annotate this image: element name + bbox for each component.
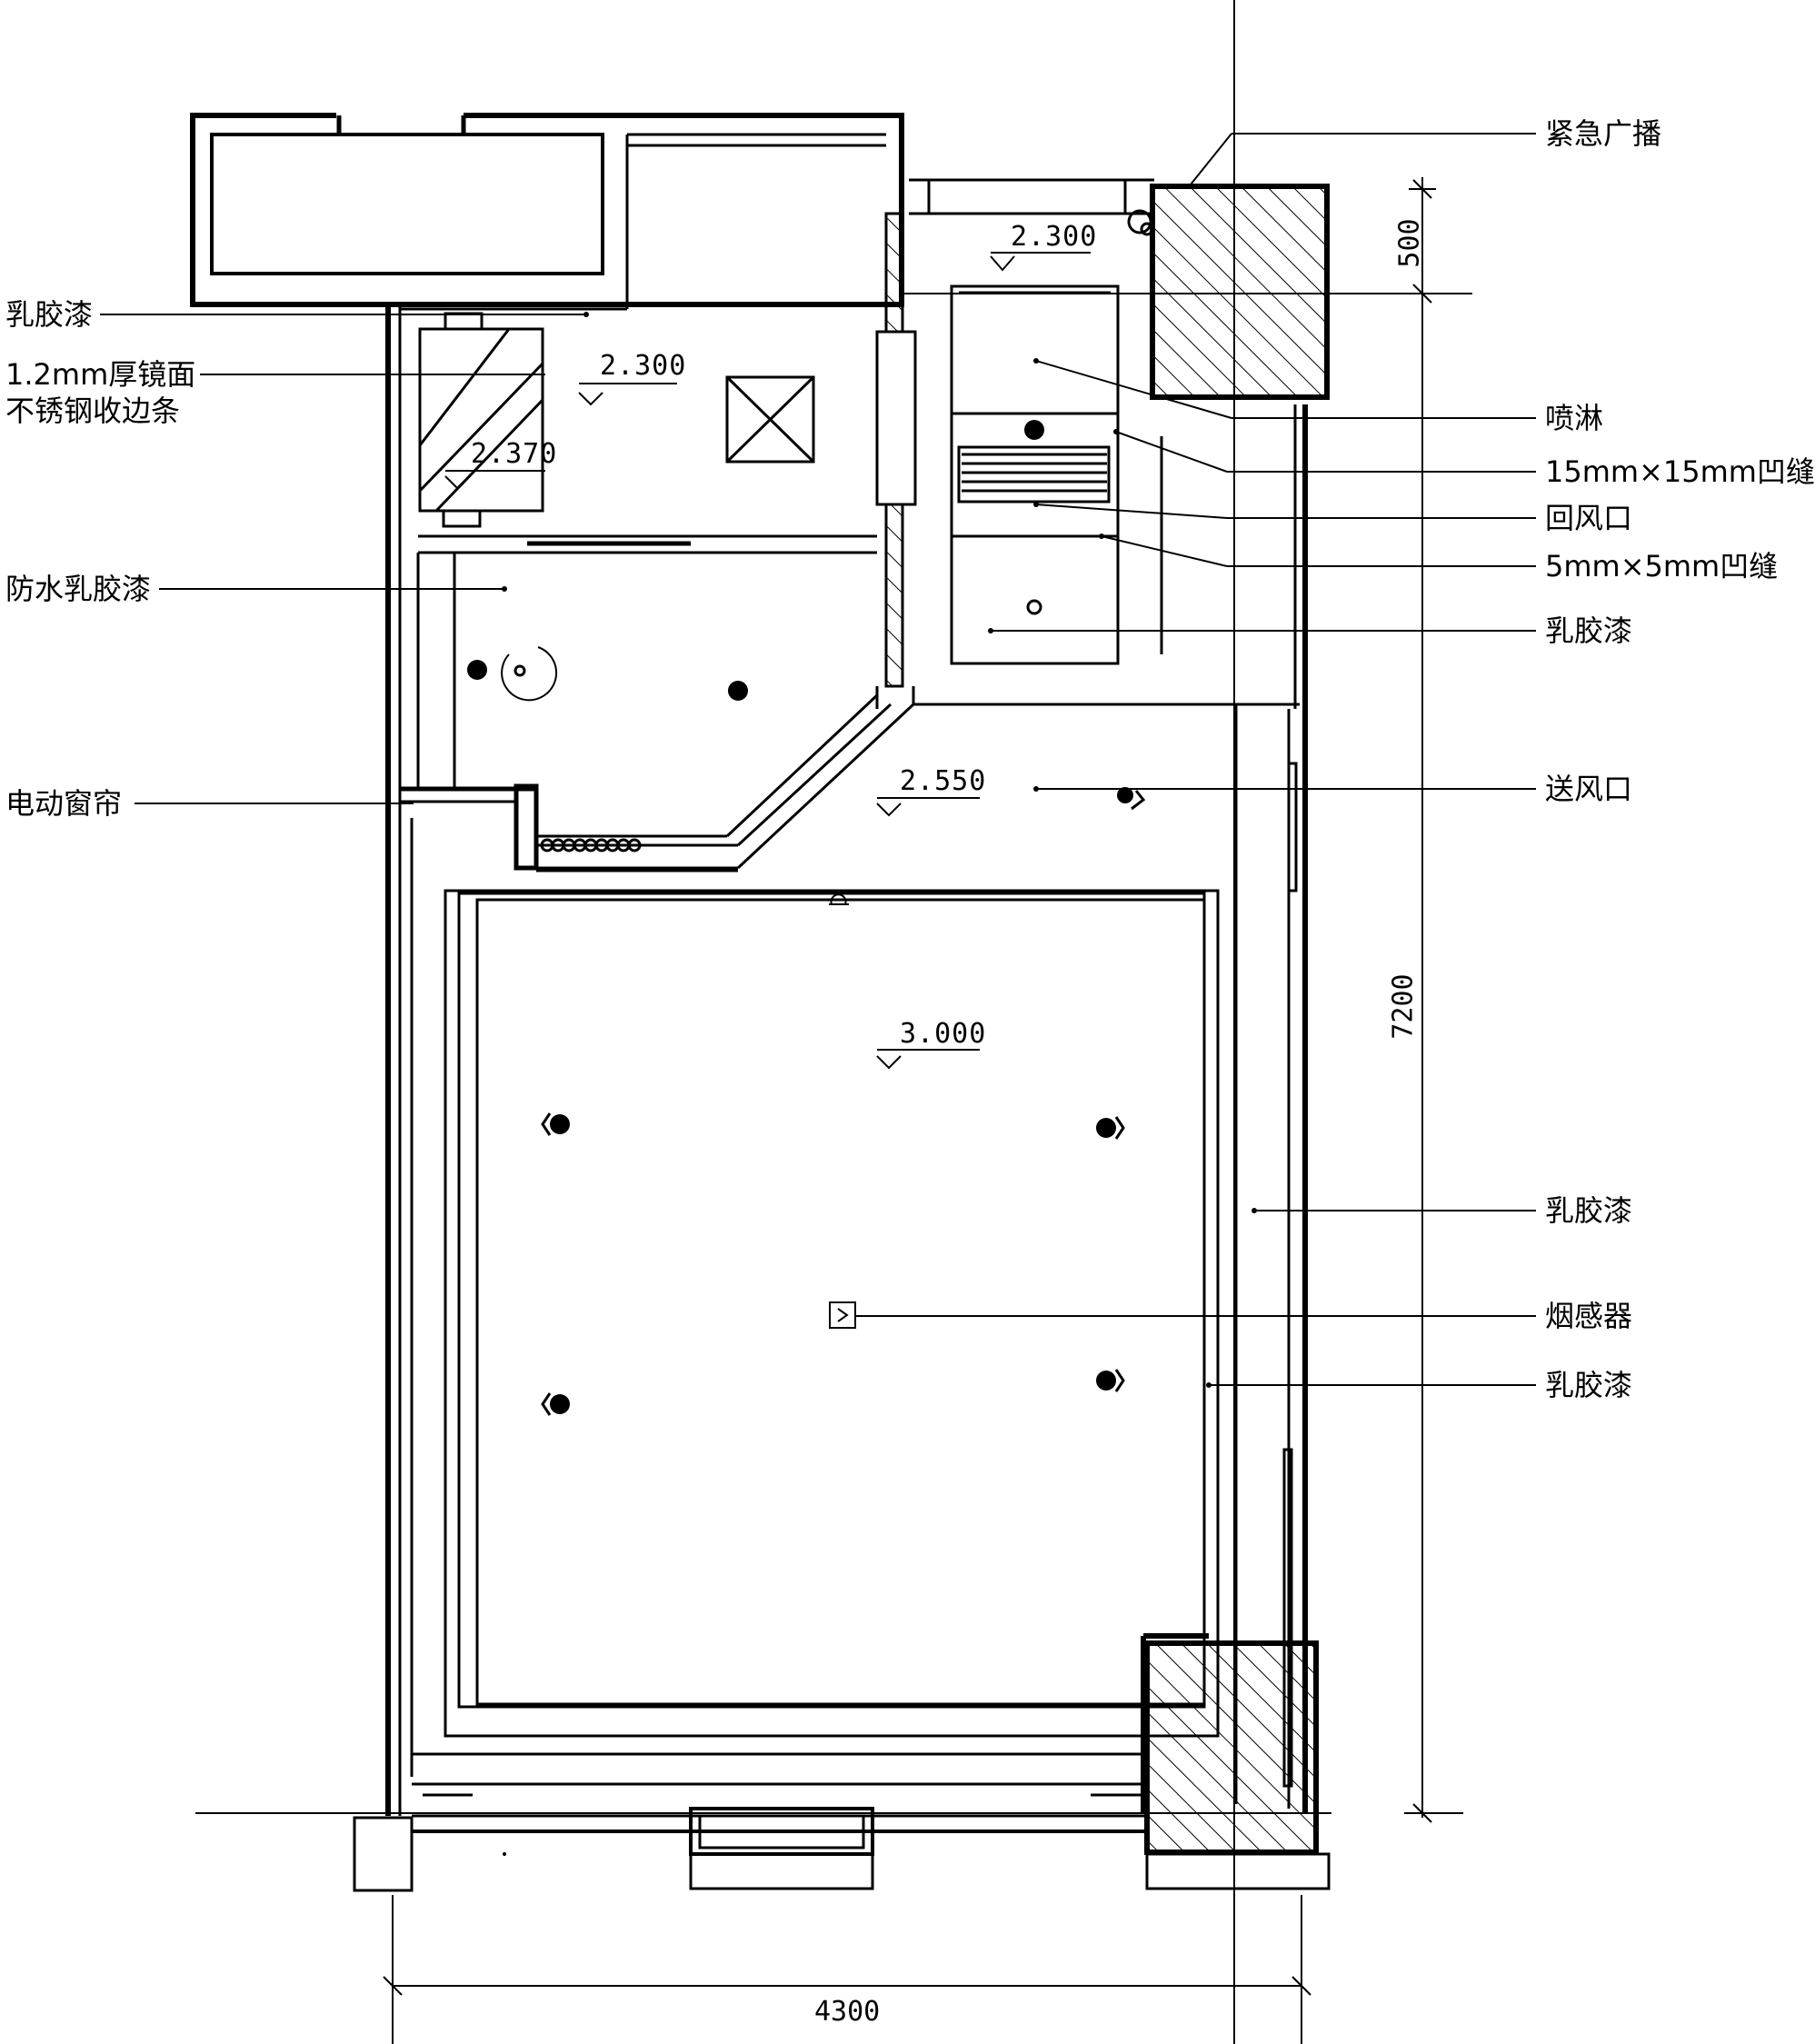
label-sprinkler: 喷淋 <box>1545 401 1604 435</box>
column-bottom-right <box>1143 1636 1316 1852</box>
label-latex-paint: 乳胶漆 <box>5 297 94 332</box>
window-wall <box>354 1784 1329 1890</box>
dimension-depth: 7200 <box>1387 973 1420 1040</box>
elevation-entry-ceiling: 2.550 <box>900 765 987 797</box>
label-waterproof-latex: 防水乳胶漆 <box>5 572 152 606</box>
closet-unit <box>952 286 1162 663</box>
speaker-ring <box>1129 211 1152 234</box>
dimension-lines <box>195 0 1463 2044</box>
leader-lines <box>100 134 1536 1385</box>
elevation-mirror-area: 2.370 <box>471 438 558 470</box>
down-lights <box>467 420 1133 1414</box>
exhaust-fan <box>727 377 813 462</box>
elevation-closet-ceiling: 2.300 <box>1011 221 1098 253</box>
ceiling-plan-drawing <box>0 0 1764 2044</box>
label-latex-paint-right-2: 乳胶漆 <box>1545 1193 1633 1228</box>
main-ceiling-recess <box>412 704 1300 1804</box>
label-return-air: 回风口 <box>1545 501 1633 535</box>
label-emergency-broadcast: 紧急广播 <box>1545 116 1662 151</box>
label-mirror-steel-trim: 1.2mm厚镜面不锈钢收边条 <box>5 357 196 428</box>
label-latex-paint-right-3: 乳胶漆 <box>1545 1368 1633 1402</box>
label-smoke-detector: 烟感器 <box>1545 1299 1633 1333</box>
mirror-frame <box>420 314 543 526</box>
label-groove-15mm: 15mm×15mm凹缝 <box>1545 454 1815 489</box>
label-supply-air: 送风口 <box>1545 772 1633 806</box>
curtain-track <box>542 840 640 851</box>
elevation-bath-ceiling: 2.300 <box>600 350 687 382</box>
elevation-room-ceiling: 3.000 <box>900 1018 987 1050</box>
dimension-width: 4300 <box>814 1996 881 2028</box>
bathroom-outline <box>400 135 886 791</box>
partition-wall <box>877 214 915 709</box>
label-latex-paint-right-1: 乳胶漆 <box>1545 613 1633 648</box>
closet-outline <box>193 115 902 304</box>
dimension-top-segment: 500 <box>1393 218 1426 268</box>
elevation-markers <box>445 253 1091 1068</box>
smoke-detector-symbol <box>830 1302 855 1328</box>
return-air-symbol <box>502 647 556 700</box>
column-top-right <box>1152 186 1327 397</box>
diagonal-walls <box>400 695 913 871</box>
outer-walls <box>388 115 1305 1816</box>
leader-dots <box>502 312 1257 1856</box>
label-motorized-curtain: 电动窗帘 <box>5 786 123 821</box>
label-groove-5mm: 5mm×5mm凹缝 <box>1545 549 1779 583</box>
